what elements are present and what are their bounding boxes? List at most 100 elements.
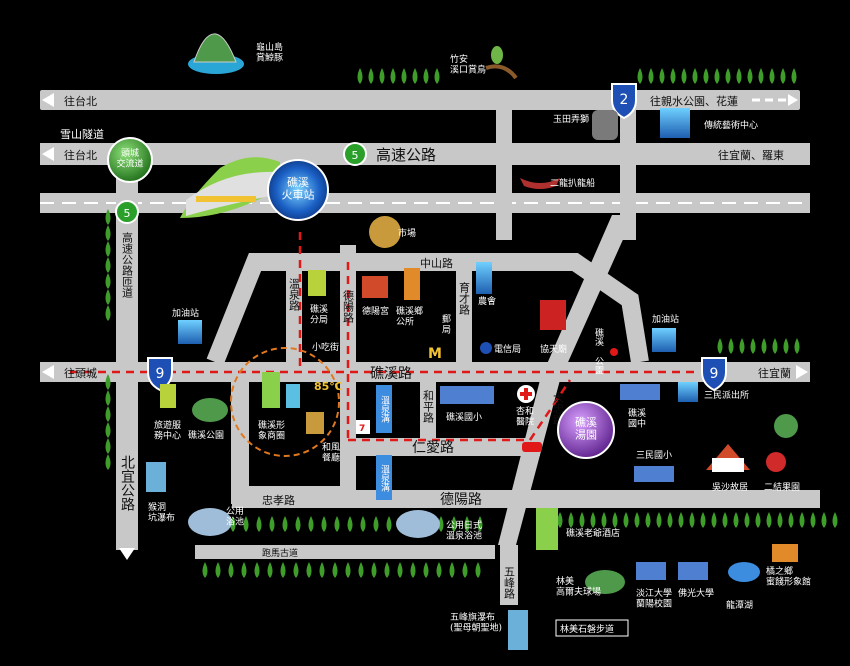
jiaoxi-road-label: 礁溪路: [370, 366, 412, 382]
traditional-arts-label: 傳統藝術中心: [704, 119, 758, 131]
tree: [475, 562, 481, 578]
tree: [371, 562, 377, 578]
tree: [438, 516, 444, 532]
dragon-boat-icon: [520, 178, 560, 189]
tree: [462, 562, 468, 578]
tree: [656, 512, 662, 528]
svg-text:礁溪火車站: 礁溪火車站: [282, 175, 315, 202]
tree: [228, 562, 234, 578]
tree: [557, 512, 563, 528]
tree: [747, 68, 753, 84]
svg-text:85℃: 85℃: [314, 380, 343, 393]
route-5-shield-ramp: 5: [115, 200, 139, 224]
train-icon: [180, 157, 280, 218]
tree: [397, 562, 403, 578]
tree: [373, 516, 379, 532]
freeway-east-label: 往宜蘭、羅東: [718, 148, 784, 162]
tree: [401, 68, 407, 84]
svg-text:龍潭湖: 龍潭湖: [726, 599, 753, 611]
farmers-assoc-icon: 農會: [476, 262, 496, 307]
tree: [736, 68, 742, 84]
jiaoxi-station-icon: 礁溪火車站: [267, 159, 329, 221]
tree: [769, 68, 775, 84]
hot-spring-creeks: 溫泉溝 溫泉溝: [376, 385, 392, 500]
tree: [280, 562, 286, 578]
svg-text:二結果園: 二結果園: [764, 481, 800, 493]
tree: [357, 68, 363, 84]
svg-text:杏和醫院: 杏和醫院: [516, 405, 534, 427]
tree: [319, 562, 325, 578]
lion-dance-icon: [592, 110, 618, 140]
public-park-label: 礁溪公園: [593, 327, 618, 375]
svg-text:吳沙故居: 吳沙故居: [712, 481, 748, 493]
wufeng-label: 五峰路: [503, 566, 516, 600]
svg-text:礁溪老爺酒店: 礁溪老爺酒店: [566, 527, 620, 539]
tree: [579, 512, 585, 528]
hospital-icon: 杏和醫院: [516, 385, 535, 427]
tree: [601, 512, 607, 528]
tunnel-label: 雪山隧道: [60, 127, 104, 141]
tree: [105, 438, 111, 454]
north-road-west-label: 往台北: [64, 94, 97, 108]
north-road-east-label: 往親水公園、花蓮: [650, 94, 738, 108]
tree: [390, 68, 396, 84]
highway9-west-label: 往頭城: [64, 366, 97, 380]
tree: [722, 512, 728, 528]
freeway-upper: [40, 143, 810, 165]
svg-text:五峰旗瀑布(聖母朝聖地): 五峰旗瀑布(聖母朝聖地): [450, 611, 502, 633]
tree: [105, 422, 111, 438]
svg-text:小吃街: 小吃街: [312, 341, 339, 353]
tree: [334, 516, 340, 532]
svg-text:9: 9: [710, 366, 719, 382]
svg-text:德陽宮: 德陽宮: [362, 305, 389, 317]
orange-museum-icon: 橘之鄉蜜餞形象館: [766, 544, 811, 587]
tree: [449, 562, 455, 578]
tree: [728, 338, 734, 354]
yutian-label: 玉田弄獅: [553, 113, 589, 125]
tree: [711, 512, 717, 528]
wufeng-falls-icon: 五峰旗瀑布(聖母朝聖地): [450, 610, 528, 650]
svg-text:礁溪公園: 礁溪公園: [188, 429, 224, 441]
tree: [202, 562, 208, 578]
japanese-bath-icon: 公用日式溫泉浴池: [396, 510, 482, 541]
tree: [612, 512, 618, 528]
tree: [105, 289, 111, 305]
tree: [761, 338, 767, 354]
gas-station-west: 加油站: [172, 307, 202, 344]
svg-text:礁溪形象商圈: 礁溪形象商圈: [258, 419, 285, 441]
deyang-temple-icon: 德陽宮: [362, 276, 389, 317]
tree: [725, 68, 731, 84]
svg-text:和風餐廳: 和風餐廳: [322, 442, 340, 463]
freeway-name-label: 高速公路: [376, 146, 436, 164]
tamkang-icon: 淡江大學蘭陽校園: [636, 562, 672, 609]
svg-text:公用浴池: 公用浴池: [226, 506, 244, 527]
route-2-shield: 2: [611, 83, 637, 120]
svg-text:頭城交流道: 頭城交流道: [116, 148, 143, 169]
svg-text:橘之鄉蜜餞形象館: 橘之鄉蜜餞形象館: [766, 565, 811, 587]
tree: [791, 68, 797, 84]
tree: [451, 516, 457, 532]
svg-text:礁溪公園: 礁溪公園: [593, 327, 604, 375]
svg-text:電信局: 電信局: [494, 343, 521, 355]
svg-text:林美高爾夫球場: 林美高爾夫球場: [556, 575, 601, 597]
svg-text:礁溪湯園: 礁溪湯園: [575, 415, 597, 442]
tree: [368, 68, 374, 84]
gas-station-east: 加油站: [652, 313, 679, 352]
tree: [358, 562, 364, 578]
freeway-west-label: 往台北: [64, 148, 97, 162]
mcdonalds-icon: M: [428, 346, 442, 362]
hefeng-restaurant-icon: 和風餐廳: [306, 412, 340, 463]
tree: [105, 257, 111, 273]
jiaoxi-mall-area: 礁溪形象商圈 85℃ 小吃街: [230, 341, 343, 457]
svg-text:三民派出所: 三民派出所: [704, 389, 749, 401]
highway9-east-label: 往宜蘭: [758, 366, 791, 380]
svg-text:旅遊服務中心: 旅遊服務中心: [154, 419, 181, 441]
tree: [436, 562, 442, 578]
tree: [744, 512, 750, 528]
tree: [590, 512, 596, 528]
svg-text:9: 9: [156, 366, 165, 382]
tree: [739, 338, 745, 354]
hotel-icon: 礁溪老爺酒店: [536, 508, 620, 550]
svg-text:礁溪國小: 礁溪國小: [446, 411, 482, 423]
tree: [105, 406, 111, 422]
